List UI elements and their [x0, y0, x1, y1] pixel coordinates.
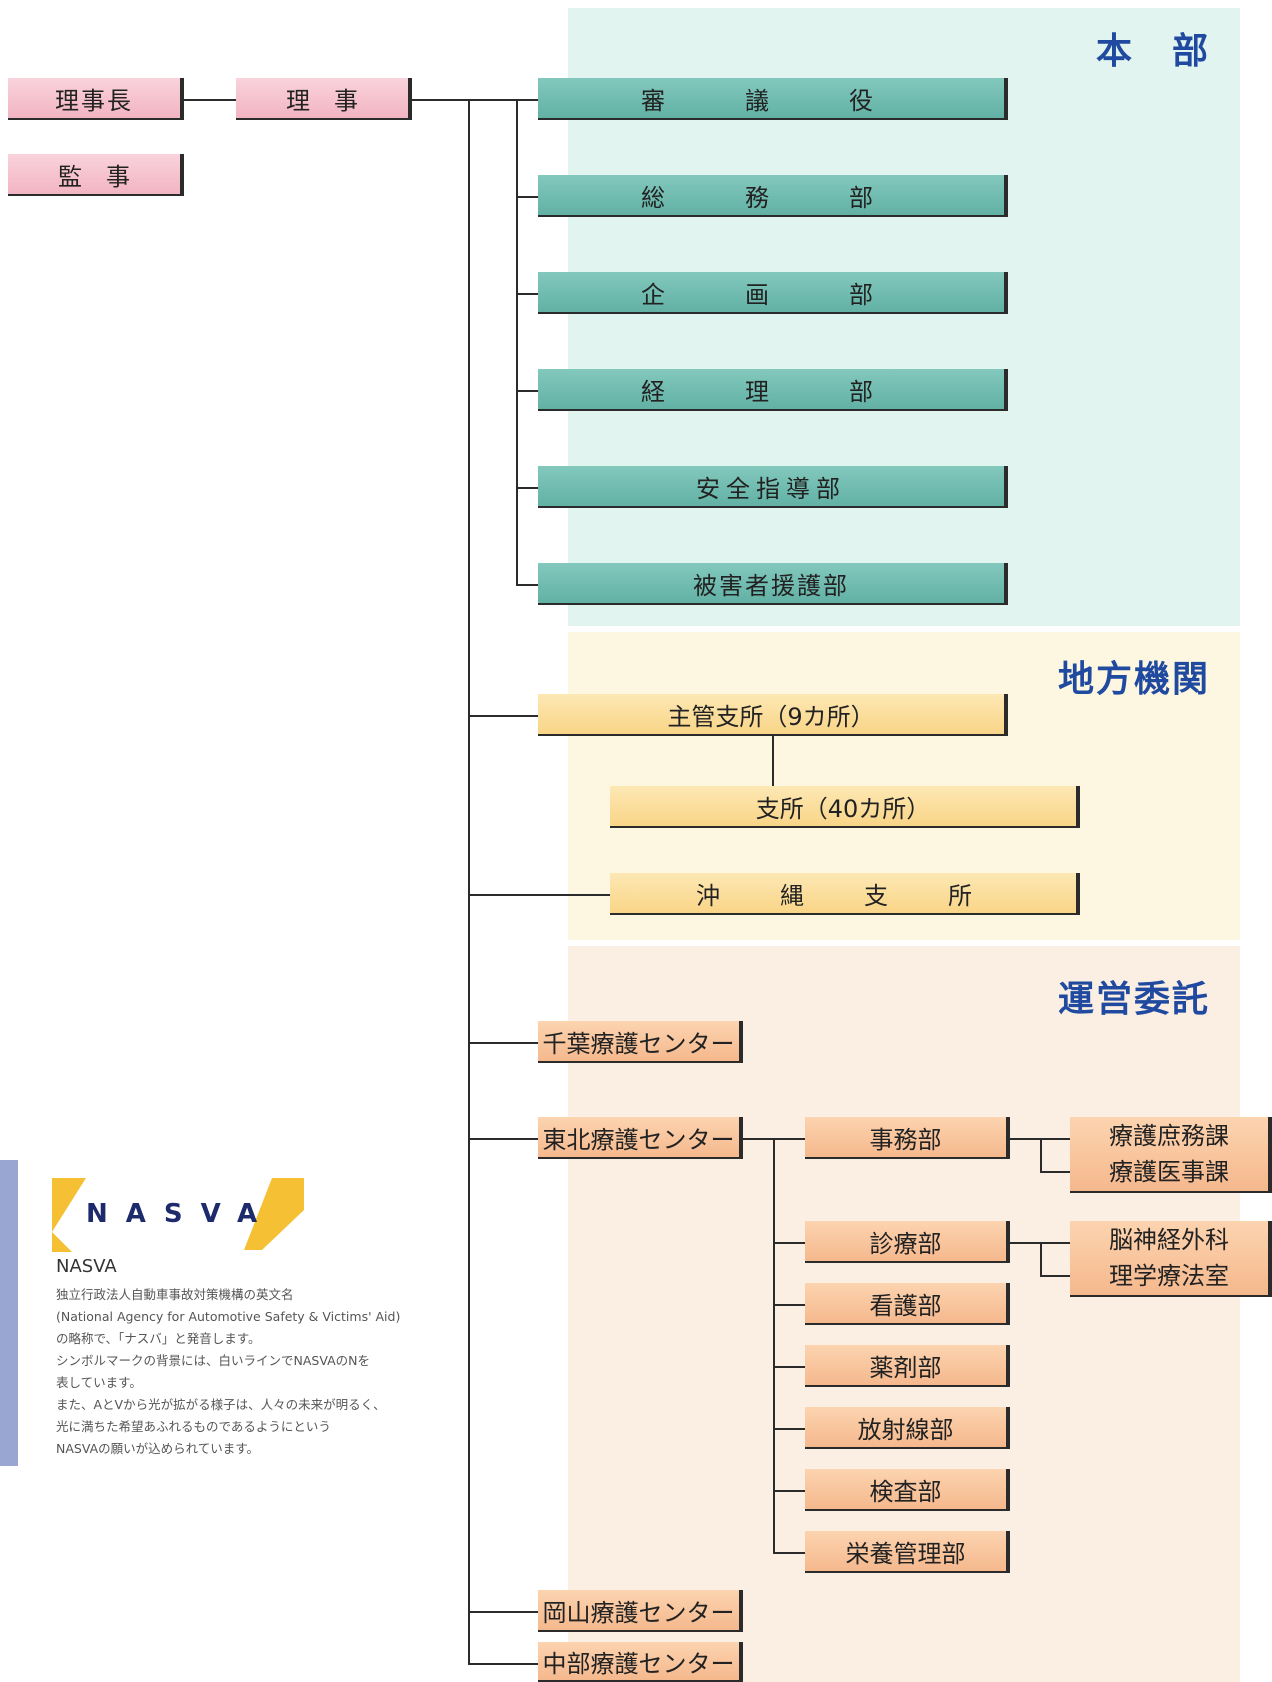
dept-box-jimu: 事務部 [805, 1117, 1010, 1159]
connector-line [184, 99, 236, 101]
connector-line [468, 894, 610, 896]
logo-description-line: NASVAの願いが込められています。 [56, 1441, 260, 1456]
connector-line [516, 584, 538, 586]
section-title-regional: 地方機関 [1057, 659, 1210, 700]
connector-line [773, 1490, 805, 1492]
section-title-honbu: 本 部 [1095, 31, 1210, 72]
connector-line [516, 196, 538, 198]
dept-box-eiyo: 栄養管理部 [805, 1531, 1010, 1573]
jimu-sections-box: 療護庶務課 療護医事課 [1070, 1117, 1272, 1193]
dept-box-higaisha: 被害者援護部 [538, 563, 1008, 605]
logo-description-line: 光に満ちた希望あふれるものであるようにという [56, 1419, 331, 1434]
chubu-center-box: 中部療護センター [538, 1642, 743, 1682]
section-physical-therapy: 理学療法室 [1109, 1262, 1229, 1290]
section-ryogo-iji: 療護医事課 [1109, 1158, 1229, 1186]
chairman-box: 理事長 [8, 78, 184, 120]
connector-line [516, 293, 538, 295]
logo-description-line: 表しています。 [56, 1375, 142, 1390]
connector-line [773, 1366, 805, 1368]
okinawa-branch-box: 沖 縄 支 所 [610, 873, 1080, 915]
nasva-logo: NASVA [52, 1178, 304, 1252]
chiba-center-box: 千葉療護センター [538, 1021, 743, 1063]
dept-box-keiri: 経 理 部 [538, 369, 1008, 411]
tohoku-branch-line [773, 1138, 775, 1552]
main-branch-box: 主管支所（9カ所） [538, 694, 1008, 736]
shinryo-sections-box: 脳神経外科 理学療法室 [1070, 1221, 1272, 1297]
dept-box-somu: 総 務 部 [538, 175, 1008, 217]
section-title-contract: 運営委託 [1057, 979, 1210, 1020]
connector-line [468, 1138, 538, 1140]
logo-description-line: 独立行政法人自動車事故対策機構の英文名 [56, 1287, 294, 1302]
connector-line [468, 1663, 538, 1665]
dept-box-yakuzai: 薬剤部 [805, 1345, 1010, 1387]
connector-line [773, 1552, 805, 1554]
connector-line [772, 736, 774, 786]
connector-line [516, 390, 538, 392]
connector-line [773, 1304, 805, 1306]
connector-line [468, 715, 538, 717]
logo-description-line: また、AとVから光が拡がる様子は、人々の未来が明るく、 [56, 1397, 386, 1412]
logo-description: 独立行政法人自動車事故対策機構の英文名 (National Agency for… [56, 1284, 476, 1460]
connector-line [412, 99, 538, 101]
connector-line [773, 1242, 805, 1244]
logo-side-bar [0, 1160, 18, 1466]
dept-box-hoshasen: 放射線部 [805, 1407, 1010, 1449]
logo-name: NASVA [56, 1256, 117, 1277]
connector-line [1040, 1138, 1042, 1172]
connector-line [516, 487, 538, 489]
dept-box-kango: 看護部 [805, 1283, 1010, 1325]
connector-line [773, 1428, 805, 1430]
trunk-line [468, 99, 470, 1664]
dept-box-kensa: 検査部 [805, 1469, 1010, 1511]
logo-mark-text: NASVA [86, 1199, 275, 1229]
logo-yellow-corner [52, 1232, 72, 1252]
section-neurosurgery: 脳神経外科 [1109, 1226, 1229, 1254]
tohoku-center-box: 東北療護センター [538, 1117, 743, 1159]
connector-line [468, 1042, 538, 1044]
logo-description-line: (National Agency for Automotive Safety &… [56, 1309, 401, 1324]
logo-description-line: シンボルマークの背景には、白いラインでNASVAのNを [56, 1353, 370, 1368]
okayama-center-box: 岡山療護センター [538, 1590, 743, 1632]
dept-box-anzen: 安全指導部 [538, 466, 1008, 508]
logo-description-line: の略称で、「ナスバ」と発音します。 [56, 1331, 261, 1346]
dept-box-shinryo: 診療部 [805, 1221, 1010, 1263]
branch-box: 支所（40カ所） [610, 786, 1080, 828]
dept-box-shingiyaku: 審 議 役 [538, 78, 1008, 120]
connector-line [1040, 1171, 1070, 1173]
director-box: 理 事 [236, 78, 412, 120]
connector-line [1040, 1242, 1042, 1276]
dept-box-kikaku: 企 画 部 [538, 272, 1008, 314]
honbu-branch-line [516, 99, 518, 584]
logo-yellow-triangle-right [244, 1178, 304, 1250]
logo-yellow-triangle-left [52, 1178, 86, 1232]
auditor-box: 監 事 [8, 154, 184, 196]
connector-line [468, 1611, 538, 1613]
connector-line [1040, 1275, 1070, 1277]
section-ryogo-shomu: 療護庶務課 [1109, 1122, 1229, 1150]
